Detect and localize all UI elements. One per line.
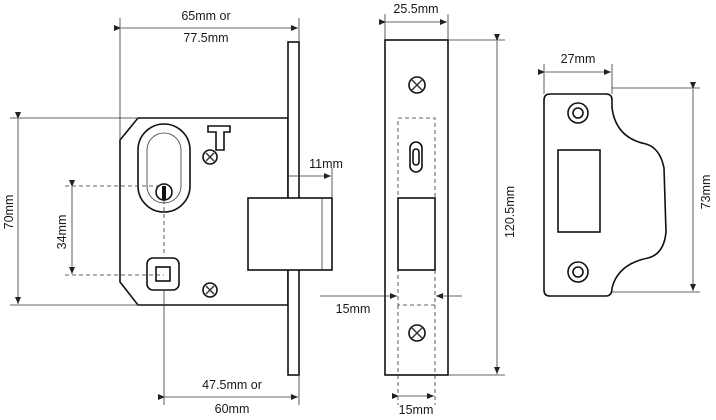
lever-icon (207, 125, 231, 151)
case-height-label: 70mm (2, 195, 16, 230)
bolt-width-bottom-label: 15mm (399, 403, 434, 417)
keep-width-label: 27mm (561, 52, 596, 66)
latch-slot-inner (412, 148, 420, 166)
screw-icon (408, 76, 426, 94)
strike-dimensions: 27mm 73mm (538, 52, 713, 293)
key-slot (162, 186, 166, 200)
centres-label: 34mm (55, 215, 69, 250)
bolt-recess (557, 149, 601, 233)
bolt-width-label: 15mm (336, 302, 371, 316)
faceplate-width-label: 25.5mm (393, 2, 438, 16)
deadbolt (247, 197, 333, 271)
faceplate-front-view (384, 39, 449, 376)
bolt-throw-label: 11mm (309, 157, 343, 171)
bolt-face (397, 197, 436, 271)
lock-case-side-view (119, 41, 333, 376)
screw-icon (202, 282, 218, 298)
keyhole-surround (137, 123, 191, 213)
spindle-square (155, 266, 171, 282)
case-width-alt-label: 77.5mm (183, 31, 228, 45)
keep-height-label: 73mm (699, 175, 713, 210)
strike-plate-view (543, 93, 667, 297)
case-width-label: 65mm or (181, 9, 230, 23)
backset-label: 47.5mm or (202, 378, 262, 392)
backset-alt-label: 60mm (215, 402, 250, 416)
faceplate-height-label: 120.5mm (503, 186, 517, 238)
screw-icon (408, 324, 426, 342)
screw-hole-inner (572, 107, 584, 119)
front-view-dimensions: 25.5mm 120.5mm 15mm 15mm (320, 2, 517, 417)
side-view-dimensions: 65mm or 77.5mm 70mm 34mm 11mm 47.5mm or … (2, 9, 343, 416)
screw-icon (202, 149, 218, 165)
strike-plate (543, 93, 667, 297)
screw-hole-inner (572, 266, 584, 278)
